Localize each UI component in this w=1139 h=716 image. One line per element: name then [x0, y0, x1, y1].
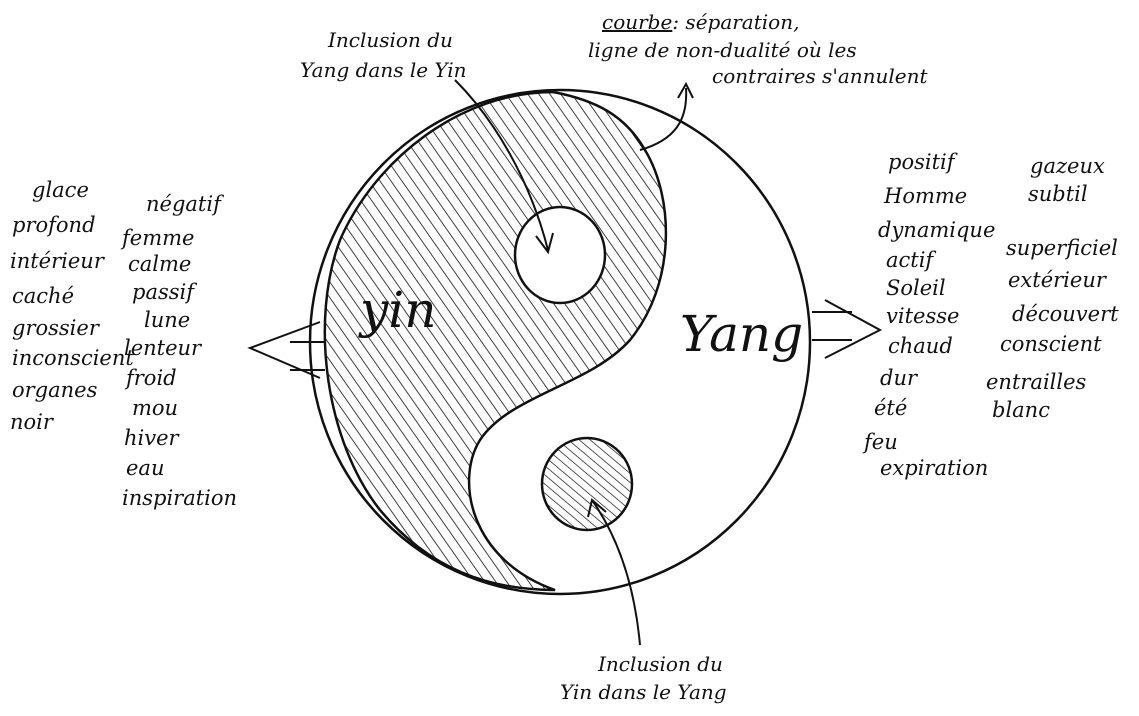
courbe-note-line3: contraires s'annulent: [712, 64, 928, 88]
yang-word: blanc: [992, 398, 1050, 422]
yin-word: eau: [126, 456, 164, 480]
yin-word: caché: [12, 284, 74, 308]
yin-word: profond: [12, 213, 96, 237]
yang-word: feu: [864, 430, 898, 454]
yang-word: subtil: [1028, 182, 1088, 206]
inclusion-yin-line2: Yin dans le Yang: [560, 680, 727, 704]
yang-word: dynamique: [878, 218, 995, 242]
yin-word: intérieur: [10, 249, 104, 273]
inclusion-yang-line1: Inclusion du: [328, 28, 453, 52]
yang-dot-in-yin: [515, 207, 605, 303]
yang-word: découvert: [1012, 302, 1119, 326]
yin-dot-in-yang: [542, 438, 632, 530]
yang-word: extérieur: [1008, 268, 1106, 292]
yang-word: vitesse: [886, 304, 959, 328]
yang-label: Yang: [680, 306, 803, 362]
yin-word: froid: [126, 366, 177, 390]
yin-word: glace: [32, 178, 89, 202]
yang-word: expiration: [880, 456, 988, 480]
courbe-note-line1: courbe: séparation,: [602, 10, 799, 34]
yin-word: passif: [132, 280, 194, 304]
yin-word: mou: [132, 396, 178, 420]
yang-word: dur: [880, 366, 917, 390]
yang-word: actif: [886, 248, 933, 272]
courbe-rest: : séparation,: [672, 10, 799, 34]
yang-side-arrow: [812, 300, 880, 358]
yin-label: yin: [360, 282, 436, 338]
yin-word: noir: [10, 410, 53, 434]
yin-word: lune: [144, 308, 190, 332]
yang-word: Soleil: [886, 276, 946, 300]
yin-word: femme: [122, 226, 194, 250]
courbe-word: courbe: [602, 10, 672, 34]
yin-word: inconscient: [12, 346, 134, 370]
yin-word: calme: [128, 252, 191, 276]
yang-word: positif: [888, 150, 955, 174]
courbe-note-line2: ligne de non-dualité où les: [588, 38, 857, 62]
yin-word: organes: [12, 378, 97, 402]
yang-word: entrailles: [986, 370, 1086, 394]
yang-word: conscient: [1000, 332, 1102, 356]
yin-word: grossier: [12, 316, 99, 340]
inclusion-yang-line2: Yang dans le Yin: [300, 58, 467, 82]
yang-word: superficiel: [1006, 236, 1118, 260]
inclusion-yin-line1: Inclusion du: [598, 652, 723, 676]
yang-word: chaud: [888, 334, 953, 358]
yang-word: gazeux: [1030, 154, 1105, 178]
yin-side-arrow: [250, 322, 325, 378]
yin-word: négatif: [146, 192, 221, 216]
yin-word: lenteur: [124, 336, 201, 360]
yin-word: hiver: [124, 426, 179, 450]
yin-word: inspiration: [122, 486, 237, 510]
yang-word: Homme: [884, 184, 967, 208]
yang-word: été: [874, 396, 907, 420]
